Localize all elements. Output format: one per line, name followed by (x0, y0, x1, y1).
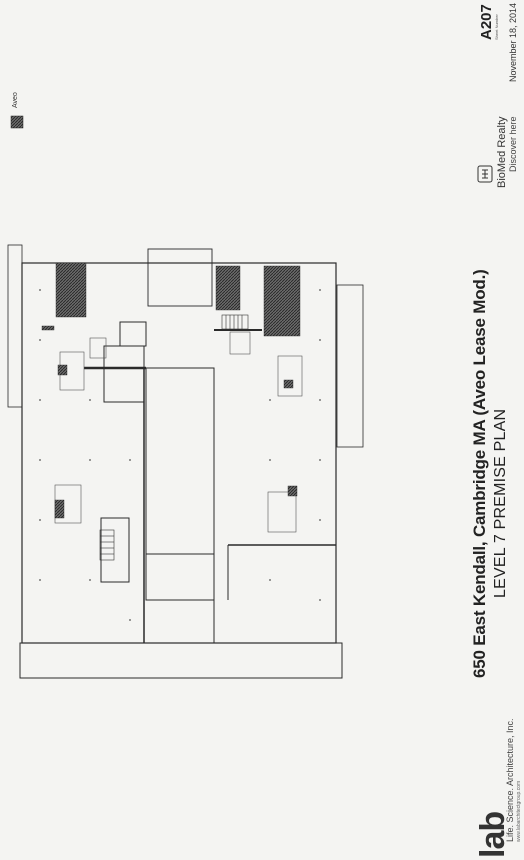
sheet-date: November 18, 2014 (508, 2, 518, 82)
sheet-number-label: Sheet Number (494, 14, 499, 40)
building-outline (7, 244, 364, 679)
fixtures (54, 331, 303, 533)
drawing-title: 650 East Kendall, Cambridge MA (Aveo Lea… (470, 269, 489, 678)
owner-name: BioMed Realty (496, 116, 508, 188)
sheet-number: A207 (478, 4, 495, 40)
stair (99, 314, 249, 561)
architect-website: www.labarchitectgroup.com (516, 780, 522, 842)
column-grid (39, 289, 321, 621)
drawing-subtitle: LEVEL 7 PREMISE PLAN (492, 408, 509, 598)
owner-tagline: Discover here (508, 116, 518, 172)
biomed-logo-icon (477, 165, 493, 183)
aveo-premise-areas (41, 262, 301, 519)
architect-tagline: Life. Science. Architecture, Inc. (505, 718, 515, 842)
core-walls (84, 321, 336, 643)
legend-label: Aveo (12, 92, 19, 108)
legend-swatch (10, 115, 24, 129)
